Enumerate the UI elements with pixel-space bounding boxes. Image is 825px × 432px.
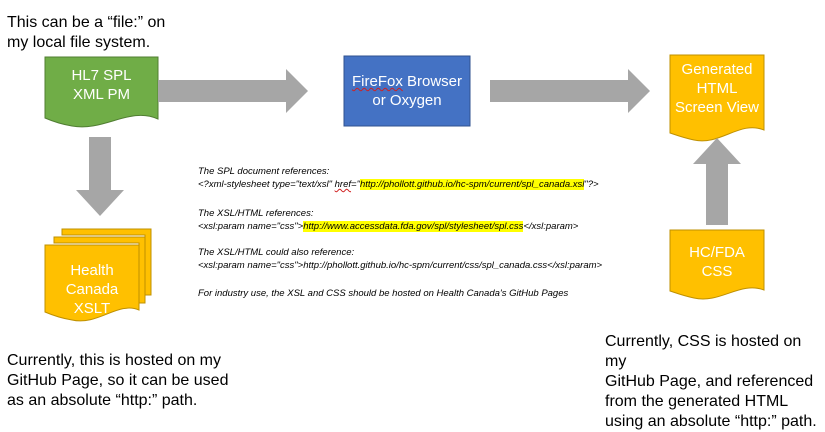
label-line: CSS bbox=[701, 263, 733, 280]
spl-stylesheet-line: <?xml-stylesheet type="text/xsl" href="h… bbox=[198, 179, 599, 191]
hl7-document-shape bbox=[44, 56, 159, 128]
xsl-pre-text: <xsl:param name="css"> bbox=[198, 221, 304, 232]
arrow-css-to-html bbox=[693, 138, 741, 225]
label-line: Health bbox=[70, 262, 114, 279]
label-line: FireFox Browser bbox=[344, 72, 470, 91]
note-line: using an absolute “http:” path. bbox=[605, 413, 817, 430]
note-line: Currently, this is hosted on my bbox=[7, 352, 222, 369]
browser-box bbox=[343, 55, 471, 127]
note-bottom-right: Currently, CSS is hosted on my GitHub Pa… bbox=[605, 332, 825, 432]
generated-html-label: Generated HTML Screen View bbox=[670, 60, 764, 117]
note-bottom-left: Currently, this is hosted on my GitHub P… bbox=[7, 351, 228, 411]
also-heading: The XSL/HTML could also reference: bbox=[198, 247, 355, 258]
label-line: HC/FDA bbox=[689, 244, 745, 261]
label-line: HL7 SPL bbox=[71, 67, 132, 84]
spl-heading: The SPL document references: bbox=[198, 166, 330, 177]
note-top-left: This can be a “file:” on my local file s… bbox=[7, 13, 165, 53]
label-line: XML PM bbox=[73, 86, 130, 103]
note-line: my local file system. bbox=[7, 34, 151, 51]
label-line: Canada bbox=[65, 281, 119, 298]
firefox-word: FireFox bbox=[351, 73, 403, 90]
xsl-url-link[interactable]: http://www.accessdata.fda.gov/spl/styles… bbox=[303, 221, 524, 232]
xsl-param-line: <xsl:param name="css">http://www.accessd… bbox=[198, 221, 578, 233]
label-line: or Oxygen bbox=[372, 92, 442, 109]
xsl-post-text: </xsl:param> bbox=[523, 221, 579, 232]
arrow-hl7-to-browser bbox=[158, 69, 308, 113]
spl-eq-text: =" bbox=[351, 179, 360, 190]
xsl-heading: The XSL/HTML references: bbox=[198, 208, 314, 219]
spl-pre-text: <?xml-stylesheet type="text/xsl" bbox=[198, 179, 335, 190]
browser-word: Browser bbox=[402, 73, 463, 90]
note-line: GitHub Page, and referenced bbox=[605, 373, 814, 390]
spl-post-text: "?> bbox=[584, 179, 599, 190]
arrow-browser-to-html bbox=[490, 69, 650, 113]
css-document-shape bbox=[669, 229, 765, 300]
label-line: Generated bbox=[681, 61, 753, 78]
also-param-line: <xsl:param name="css">http://phollott.gi… bbox=[198, 260, 603, 271]
xslt-label: Health Canada XSLT bbox=[45, 261, 139, 318]
label-line: XSLT bbox=[73, 300, 111, 317]
arrow-hl7-to-xslt bbox=[76, 137, 124, 216]
note-line: GitHub Page, so it can be used bbox=[7, 372, 229, 389]
generated-html-document-shape bbox=[669, 54, 765, 142]
xslt-multidocument-shape bbox=[44, 228, 152, 322]
diagram-canvas bbox=[44, 54, 765, 322]
label-line: Screen View bbox=[675, 99, 759, 116]
note-line: as an absolute “http:” path. bbox=[7, 392, 198, 409]
hl7-label: HL7 SPL XML PM bbox=[45, 66, 158, 104]
spl-url-link[interactable]: http://phollott.github.io/hc-spm/current… bbox=[359, 179, 585, 190]
browser-label: FireFox Browser or Oxygen bbox=[344, 72, 470, 110]
industry-note: For industry use, the XSL and CSS should… bbox=[198, 288, 569, 299]
note-line: Currently, CSS is hosted on my bbox=[605, 333, 802, 370]
label-line: HTML bbox=[696, 80, 738, 97]
note-line: from the generated HTML bbox=[605, 393, 789, 410]
css-label: HC/FDA CSS bbox=[670, 243, 764, 281]
spl-href-text: href bbox=[334, 179, 352, 190]
note-line: This can be a “file:” on bbox=[7, 14, 166, 31]
